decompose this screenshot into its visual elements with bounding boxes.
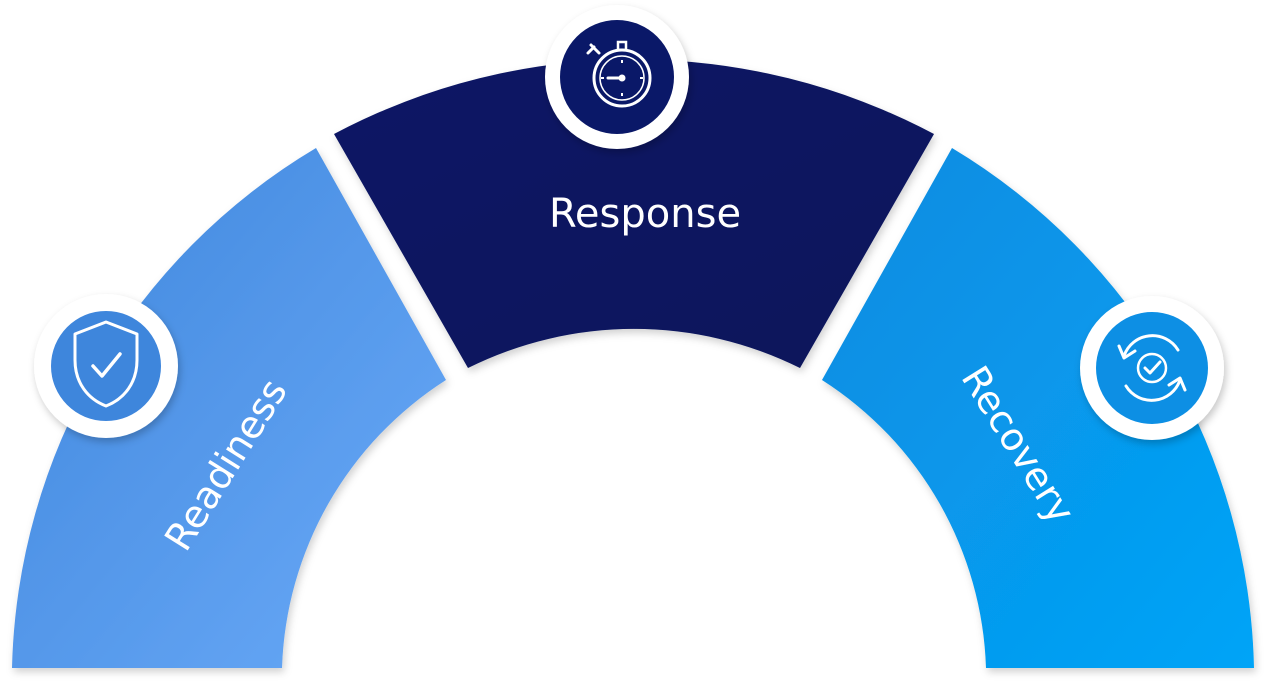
recovery-segment	[822, 148, 1254, 668]
refresh-check-icon	[1080, 296, 1224, 440]
response-segment	[334, 59, 934, 368]
readiness-segment	[12, 148, 446, 668]
shield-check-icon	[34, 294, 178, 438]
stopwatch-icon	[545, 5, 689, 149]
response-label: Response	[549, 191, 741, 237]
